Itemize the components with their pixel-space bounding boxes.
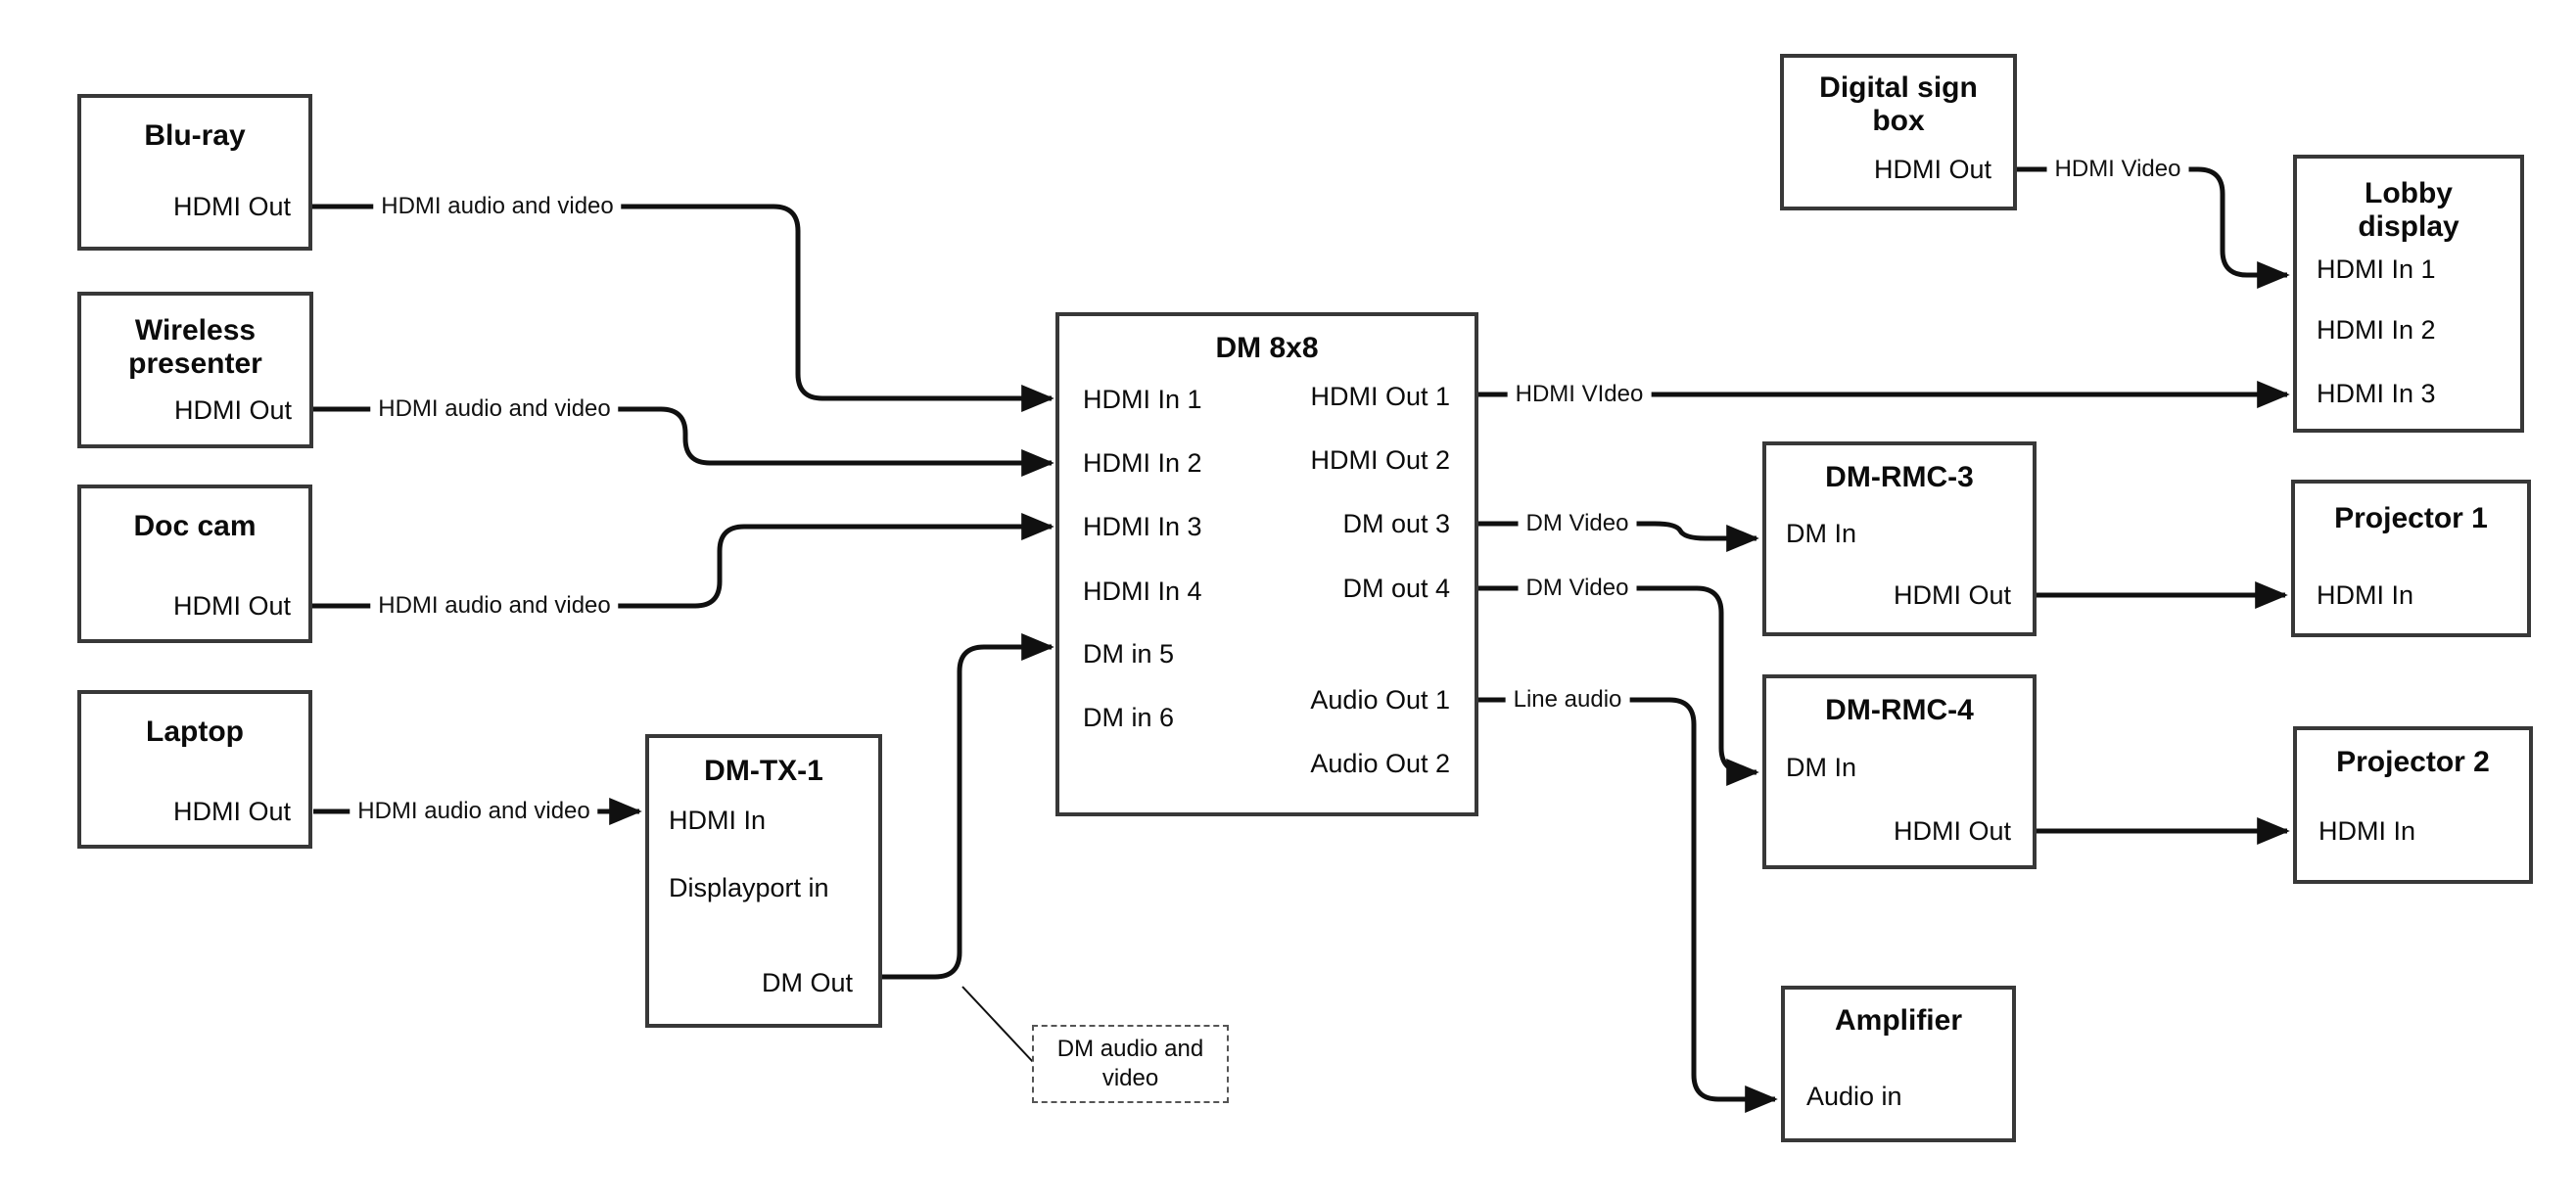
port-hdmi-out: HDMI Out — [172, 192, 291, 221]
wire-digitalsign-to-lobby-in1 — [2017, 166, 2290, 289]
port-hdmi-out-2: HDMI Out 2 — [1310, 445, 1450, 475]
wire-bluray-to-dm-in1 — [312, 204, 1054, 412]
device-title: DM-RMC-3 — [1825, 461, 1974, 493]
wire-dmtx1-to-dm-in5 — [882, 633, 1054, 980]
port-hdmi-out-1: HDMI Out 1 — [1310, 382, 1450, 411]
port-hdmi-in: HDMI In — [2318, 816, 2416, 846]
port-displayport-in: Displayport in — [669, 873, 829, 902]
port-dm-in: DM In — [1786, 519, 1857, 548]
device-title: Blu-ray — [144, 119, 246, 152]
wire-label-hdmi-audio-video-3: HDMI audio and video — [370, 591, 619, 621]
port-hdmi-out: HDMI Out — [1893, 816, 2011, 846]
device-dm-8x8: DM 8x8 HDMI In 1 HDMI In 2 HDMI In 3 HDM… — [1055, 312, 1478, 816]
port-hdmi-out: HDMI Out — [172, 591, 291, 621]
device-title: Laptop — [146, 716, 244, 748]
device-title: DM-TX-1 — [704, 755, 823, 787]
port-hdmi-in-1: HDMI In 1 — [2317, 254, 2436, 284]
port-audio-out-2: Audio Out 2 — [1310, 749, 1450, 778]
wire-label-line-audio: Line audio — [1505, 685, 1630, 715]
port-dm-in-5: DM in 5 — [1083, 639, 1175, 669]
device-dm-tx-1: DM-TX-1 HDMI In Displayport in DM Out — [645, 734, 882, 1028]
wire-label-hdmi-audio-video-2: HDMI audio and video — [370, 394, 619, 424]
port-hdmi-in-4: HDMI In 4 — [1083, 577, 1202, 606]
wire-dm-out3-to-rmc3 — [1478, 521, 1759, 552]
port-hdmi-out: HDMI Out — [1873, 155, 1991, 184]
port-hdmi-in-3: HDMI In 3 — [2317, 379, 2436, 408]
port-hdmi-out: HDMI Out — [172, 797, 291, 826]
device-projector-2: Projector 2 HDMI In — [2293, 726, 2533, 884]
port-hdmi-in-1: HDMI In 1 — [1083, 385, 1202, 414]
wire-audio-out1-to-amplifier — [1478, 697, 1778, 1113]
port-dm-out: DM Out — [761, 968, 853, 997]
device-title: Digital sign box — [1819, 71, 1978, 137]
device-title: Lobby display — [2358, 177, 2459, 243]
port-hdmi-in-3: HDMI In 3 — [1083, 512, 1202, 541]
device-title: DM 8x8 — [1215, 332, 1319, 364]
device-wireless-presenter: Wireless presenter HDMI Out — [77, 292, 313, 448]
device-lobby-display: Lobby display HDMI In 1 HDMI In 2 HDMI I… — [2293, 155, 2524, 433]
port-dm-in: DM In — [1786, 753, 1857, 782]
port-dm-out-4: DM out 4 — [1342, 574, 1450, 603]
wire-label-dm-video-out4: DM Video — [1518, 574, 1637, 603]
wire-doccam-to-dm-in3 — [312, 513, 1054, 609]
device-title: Amplifier — [1834, 1004, 1963, 1037]
port-hdmi-out: HDMI Out — [173, 395, 292, 425]
port-hdmi-in-2: HDMI In 2 — [2317, 315, 2436, 345]
wire-label-hdmi-video-out1: HDMI VIdeo — [1507, 380, 1652, 409]
device-laptop: Laptop HDMI Out — [77, 690, 312, 849]
device-title: Wireless presenter — [128, 314, 262, 380]
port-audio-out-1: Audio Out 1 — [1310, 685, 1450, 715]
port-hdmi-in: HDMI In — [669, 806, 767, 835]
note-callout-line — [961, 986, 1035, 1064]
device-title: DM-RMC-4 — [1825, 694, 1974, 726]
wire-label-hdmi-audio-video-1: HDMI audio and video — [373, 192, 622, 221]
port-audio-in: Audio in — [1806, 1082, 1902, 1111]
device-title: Doc cam — [133, 510, 257, 542]
port-hdmi-in-2: HDMI In 2 — [1083, 448, 1202, 478]
device-doc-cam: Doc cam HDMI Out — [77, 485, 312, 643]
note-dm-audio-video: DM audio and video — [1032, 1025, 1229, 1103]
device-dm-rmc-4: DM-RMC-4 DM In HDMI Out — [1762, 674, 2037, 869]
port-hdmi-out: HDMI Out — [1893, 580, 2011, 610]
device-amplifier: Amplifier Audio in — [1781, 986, 2016, 1142]
device-projector-1: Projector 1 HDMI In — [2291, 480, 2531, 637]
port-hdmi-in: HDMI In — [2317, 580, 2414, 610]
device-digital-sign-box: Digital sign box HDMI Out — [1780, 54, 2017, 210]
wire-label-dm-video-out3: DM Video — [1518, 509, 1637, 538]
device-blu-ray: Blu-ray HDMI Out — [77, 94, 312, 251]
port-dm-in-6: DM in 6 — [1083, 703, 1175, 732]
device-title: Projector 2 — [2336, 746, 2490, 778]
port-dm-out-3: DM out 3 — [1342, 509, 1450, 538]
wire-dm-out4-to-rmc4 — [1478, 585, 1759, 786]
wire-label-hdmi-audio-video-4: HDMI audio and video — [350, 797, 598, 826]
device-title: Projector 1 — [2334, 502, 2488, 534]
wire-label-hdmi-video-sign: HDMI Video — [2046, 155, 2189, 184]
device-dm-rmc-3: DM-RMC-3 DM In HDMI Out — [1762, 441, 2037, 636]
wire-wireless-to-dm-in2 — [312, 406, 1054, 477]
